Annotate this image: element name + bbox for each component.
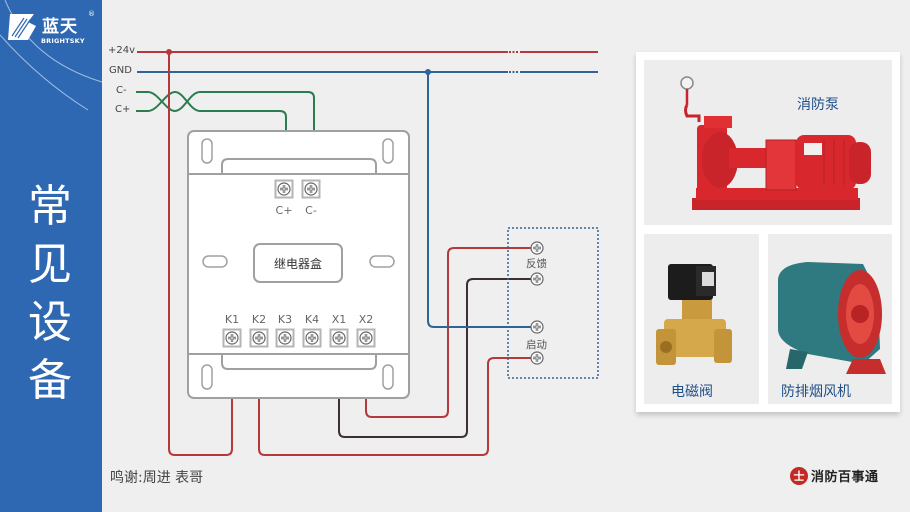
terminal-k3 [277, 330, 294, 347]
mount-slot [369, 255, 395, 268]
terminal-label-c-plus: C+ [275, 204, 293, 217]
fire-pump-image [680, 76, 871, 210]
terminal-x1 [331, 330, 348, 347]
device-dotted-box [507, 227, 599, 379]
relay-box-name: 继电器盒 [253, 243, 343, 283]
wire-c-plus [136, 90, 287, 131]
equipment-card-smoke-fan: 防排烟风机 [768, 234, 892, 404]
start-terminal-1 [529, 319, 545, 335]
terminal-label-x2: X2 [358, 313, 374, 326]
wire-gnd-start [427, 72, 537, 328]
wire-x1-feedback [338, 278, 537, 438]
feedback-terminal-1 [529, 240, 545, 256]
bus-label-gnd: GND [109, 65, 132, 76]
wire-k2-start [258, 357, 537, 456]
solenoid-valve-image [656, 264, 732, 365]
equipment-card-solenoid-valve: 电磁阀 [644, 234, 759, 404]
equipment-label-solenoid-valve: 电磁阀 [671, 384, 713, 400]
terminal-k4 [304, 330, 321, 347]
feedback-label: 反馈 [526, 258, 547, 270]
start-label: 启动 [526, 339, 547, 351]
fire-brand-icon: 士 [790, 466, 808, 485]
terminal-label-x1: X1 [331, 313, 347, 326]
equipment-label-fire-pump: 消防泵 [797, 97, 839, 113]
equipment-panel: 消防泵 电磁阀 防排烟风机 [636, 52, 900, 412]
terminal-label-k1: K1 [224, 313, 240, 326]
equipment-label-smoke-fan: 防排烟风机 [781, 384, 851, 400]
terminal-label-k4: K4 [304, 313, 320, 326]
start-terminal-2 [529, 350, 545, 366]
mount-slot [382, 364, 394, 390]
credit-text: 鸣谢:周进 表哥 [110, 470, 204, 486]
bus-label-c-plus: C+ [115, 104, 131, 115]
mount-slot [201, 138, 213, 164]
wire-x2-feedback [365, 247, 537, 418]
logo-text-en: BRIGHTSKY [41, 37, 85, 45]
mount-slot [382, 138, 394, 164]
feedback-terminal-2 [529, 271, 545, 287]
terminal-x2 [358, 330, 375, 347]
sidebar: 蓝天 ® BRIGHTSKY 常 见 设 备 [0, 0, 102, 512]
terminal-label-c-minus: C- [305, 204, 317, 217]
wire-24v-drop [168, 52, 233, 456]
title-char: 备 [28, 355, 72, 406]
terminal-label-k2: K2 [251, 313, 267, 326]
title-char: 常 [28, 181, 72, 232]
terminal-label-k3: K3 [277, 313, 293, 326]
terminal-k2 [251, 330, 268, 347]
wire-c-minus [136, 91, 315, 131]
decorative-arcs [0, 0, 102, 111]
mount-slot [201, 364, 213, 390]
title-char: 见 [28, 239, 72, 290]
equipment-card-fire-pump: 消防泵 [644, 60, 892, 225]
registered-mark: ® [88, 10, 95, 18]
brightsky-logo: 蓝天 ® BRIGHTSKY [6, 10, 102, 50]
bus-label-c-minus: C- [116, 85, 127, 96]
brightsky-logo-icon [8, 14, 36, 40]
terminal-k1 [224, 330, 241, 347]
brand-logo: 士 消防百事通 [790, 466, 879, 485]
smoke-exhaust-fan-image [778, 262, 886, 374]
logo-text-cn: 蓝天 [42, 17, 78, 37]
section-title: 常 见 设 备 [22, 178, 78, 410]
mount-slot [202, 255, 228, 268]
title-char: 设 [28, 297, 72, 348]
brand-name: 消防百事通 [811, 470, 879, 485]
terminal-c-minus [303, 181, 320, 198]
bus-label-24v: +24v [108, 45, 136, 56]
terminal-c-plus [276, 181, 293, 198]
